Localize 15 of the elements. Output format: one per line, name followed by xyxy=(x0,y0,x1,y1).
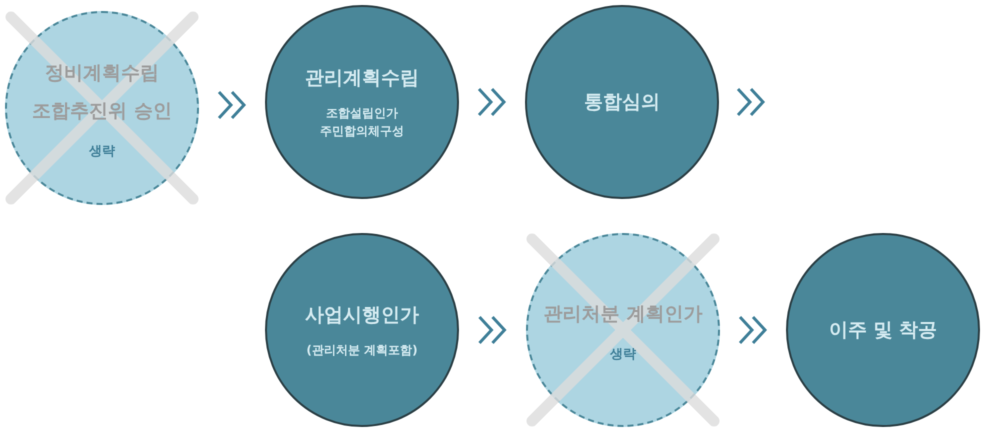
step-detail: 조합설립인가 주민합의체구성 xyxy=(319,105,405,140)
step-title: 이주 및 착공 xyxy=(828,318,938,343)
double-chevron-arrow xyxy=(478,316,507,344)
omitted-note: 생략 xyxy=(610,346,636,364)
step-title: 정비계획수립 조합추진위 승인 xyxy=(31,61,173,124)
step-detail: (관리처분 계획포함) xyxy=(305,342,419,359)
double-chevron-arrow xyxy=(738,316,768,344)
double-chevron-arrow xyxy=(736,88,766,116)
step-title: 사업시행인가 xyxy=(304,303,420,328)
step-title: 관리처분 계획인가 xyxy=(543,302,703,328)
double-chevron-arrow xyxy=(478,88,506,116)
step-title: 통합심의 xyxy=(583,90,661,115)
step-title: 관리계획수립 xyxy=(304,66,420,91)
omitted-note: 생략 xyxy=(89,143,115,162)
double-chevron-arrow xyxy=(218,90,246,120)
